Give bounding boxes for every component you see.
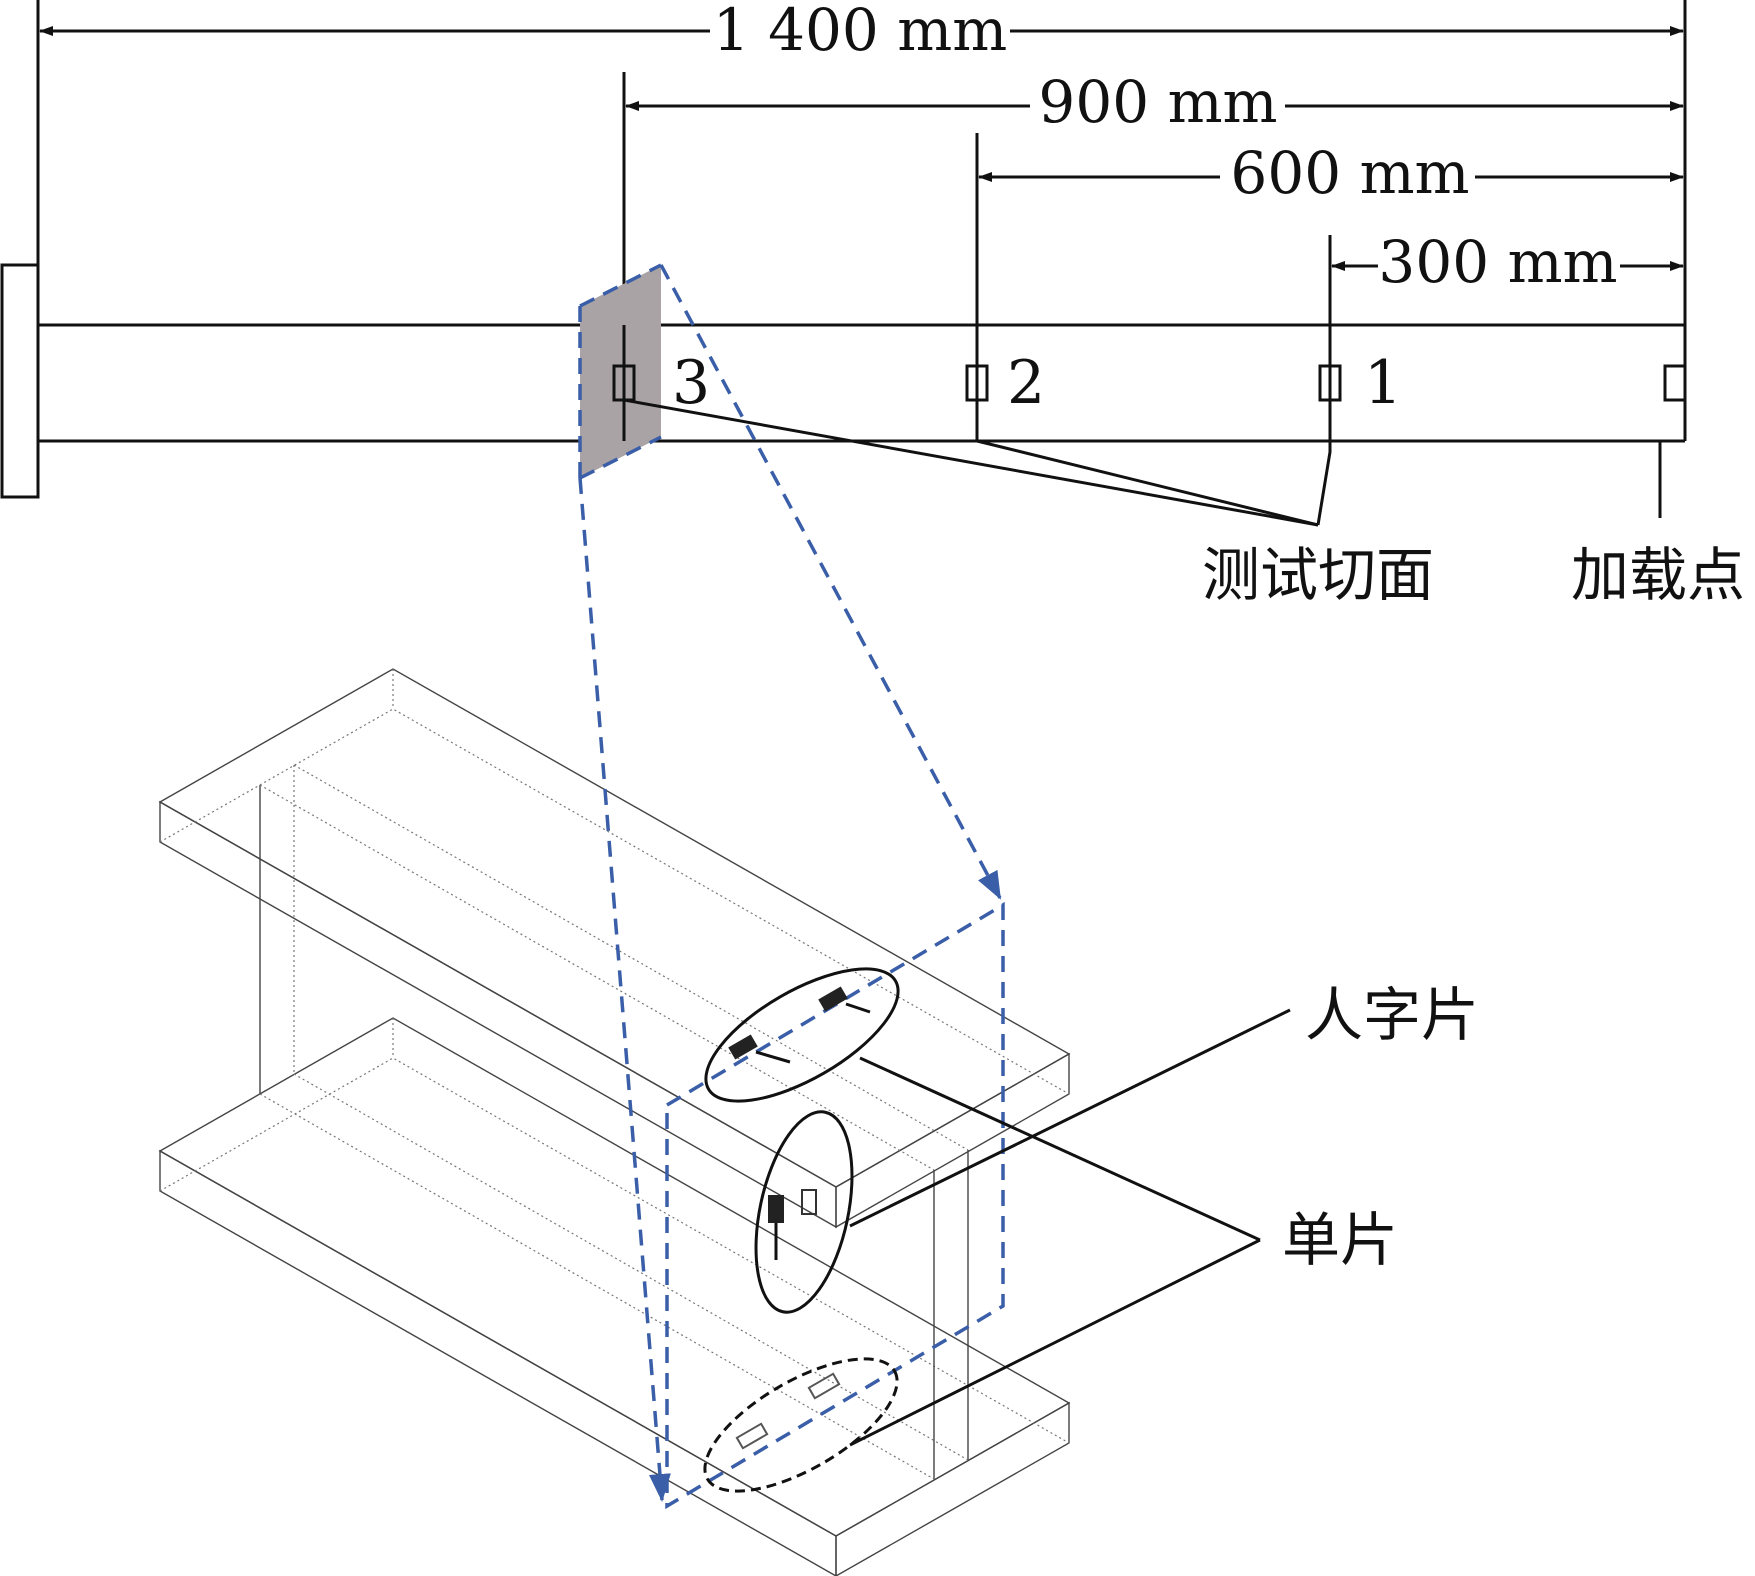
top-flange-gauge-ellipse bbox=[704, 967, 900, 1103]
gauge-rosette-top-1 bbox=[818, 986, 848, 1012]
gauge-marker-1 bbox=[1318, 364, 1342, 402]
section-plane-shading bbox=[580, 265, 661, 478]
section-number-1: 1 bbox=[1364, 348, 1402, 418]
dim-1400-label: 1 400 mm bbox=[713, 0, 1007, 64]
section-number-2: 2 bbox=[1007, 348, 1045, 418]
gauge-label-leaders bbox=[849, 1008, 1291, 1447]
gauge-single-bottom-1 bbox=[807, 1372, 841, 1400]
gauge-web-1 bbox=[768, 1195, 784, 1223]
gauge-single-bottom-2 bbox=[735, 1422, 769, 1450]
web-gauge-ellipse bbox=[754, 1110, 854, 1314]
section-number-3: 3 bbox=[672, 348, 710, 418]
projection-lines bbox=[578, 263, 1005, 1510]
dim-600-label: 600 mm bbox=[1230, 139, 1469, 207]
gauge-marker-2 bbox=[965, 364, 989, 402]
label-single-gauge: 单片 bbox=[1282, 1206, 1398, 1274]
label-loading-point: 加载点 bbox=[1571, 541, 1745, 609]
support-plate bbox=[0, 263, 40, 499]
label-rosette-gauge: 人字片 bbox=[1305, 981, 1479, 1049]
projected-section-plane bbox=[665, 901, 1005, 1510]
gauge-rosette-top-2 bbox=[728, 1034, 758, 1060]
projection-right bbox=[659, 264, 1002, 900]
bottom-flange-gauge-ellipse bbox=[703, 1357, 899, 1493]
projection-left bbox=[578, 477, 671, 1502]
strain-gauge-glyphs bbox=[728, 986, 871, 1450]
i-beam-isometric bbox=[158, 668, 1071, 1576]
gauge-markers bbox=[612, 364, 1687, 402]
leader-rosette bbox=[849, 1008, 1291, 1228]
label-test-section: 测试切面 bbox=[1202, 541, 1434, 609]
leader-single-top bbox=[859, 1056, 1261, 1242]
test-section-leaders bbox=[623, 398, 1332, 527]
leader-single-bottom bbox=[849, 1238, 1261, 1447]
dim-900-label: 900 mm bbox=[1038, 68, 1277, 136]
gauge-marker-load bbox=[1663, 364, 1687, 402]
gauge-ellipses bbox=[703, 967, 900, 1493]
dimension-lines: 1 400 mm 900 mm 600 mm 300 mm bbox=[36, 0, 1684, 441]
dim-300-label: 300 mm bbox=[1378, 228, 1617, 296]
gauge-web-2 bbox=[801, 1189, 817, 1215]
